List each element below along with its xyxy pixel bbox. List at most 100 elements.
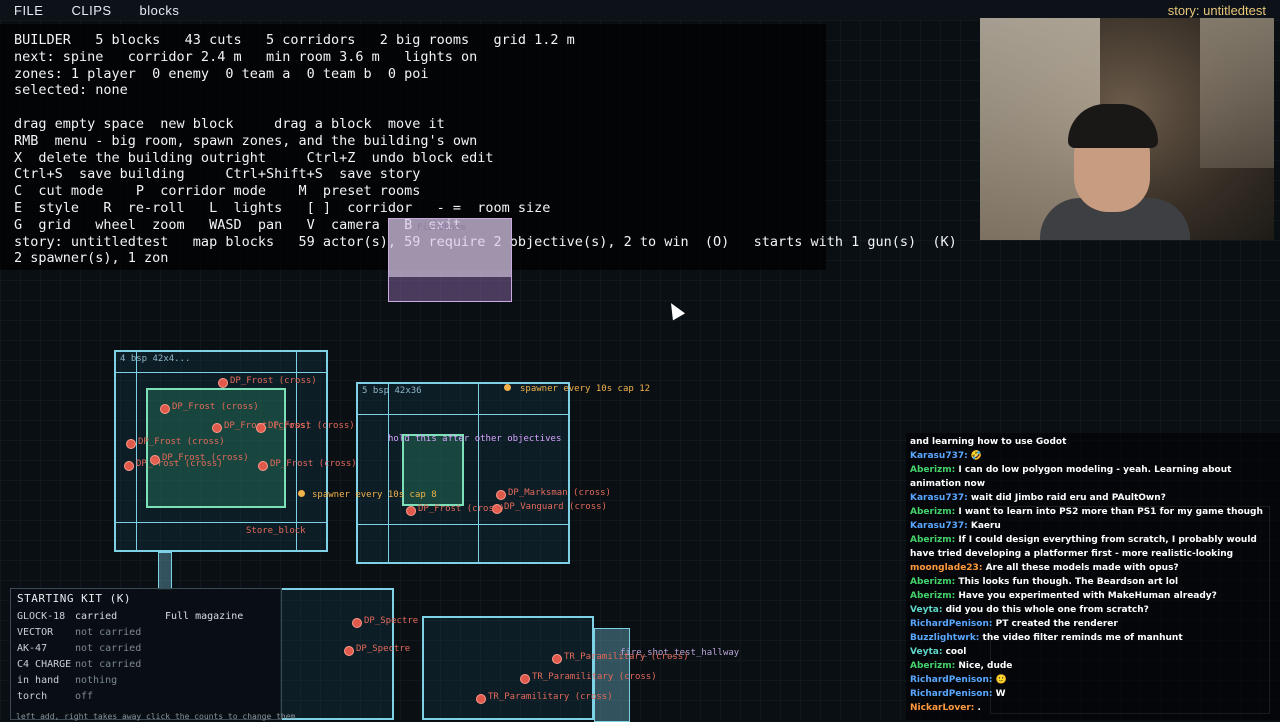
block-label: 4 bsp 42x4... [120,354,191,364]
corridor[interactable] [594,628,630,722]
wall [358,414,568,415]
wall [358,524,568,525]
kit-item-status[interactable]: nothing [75,675,118,686]
actor-marker[interactable] [258,461,268,471]
chat-message: RichardPenison: 🙂 [910,673,1276,687]
kit-item-status[interactable]: not carried [75,643,142,654]
chat-username: Karasu737: [910,521,971,531]
hud-line: BUILDER 5 blocks 43 cuts 5 corridors 2 b… [14,32,575,48]
selection-rectangle[interactable]: FieldRoom [388,218,512,302]
chat-username: Aberizm: [910,465,959,475]
chat-text: I want to learn into PS2 more than PS1 f… [958,507,1263,517]
hud-line: zones: 1 player 0 enemy 0 team a 0 team … [14,65,429,82]
actor-marker[interactable] [552,654,562,664]
corridor[interactable] [158,552,172,590]
menu-file[interactable]: FILE [14,2,44,18]
hud-line: RMB menu - big room, spawn zones, and th… [14,132,478,149]
actor-label: DP_Marksman (cross) [508,488,611,498]
actor-marker[interactable] [218,378,228,388]
kit-row[interactable]: AK-47 not carried [17,643,275,659]
actor-marker[interactable] [352,618,362,628]
hud-line: next: spine corridor 2.4 m min room 3.6 … [14,48,478,65]
menu-bar: FILE CLIPS blocks [0,0,1280,20]
chat-message: moonglade23: Are all these models made w… [910,561,1276,575]
menu-blocks[interactable]: blocks [139,2,180,18]
actor-marker[interactable] [496,490,506,500]
hud-line: E style R re-roll L lights [ ] corridor … [14,199,551,216]
kit-item-status[interactable]: carried [75,611,118,622]
big-room[interactable] [402,434,464,506]
actor-marker[interactable] [492,504,502,514]
kit-item-name: AK-47 [17,643,48,654]
chat-message: Aberizm: Have you experimented with Make… [910,589,1276,603]
objective-label: hold this after other objectives [388,434,562,444]
kit-row[interactable]: VECTOR not carried [17,627,275,643]
chat-text: the video filter reminds me of manhunt [982,633,1183,643]
chat-text: and learning how to use Godot [910,437,1067,447]
chat-text: W [995,689,1006,699]
kit-item-status[interactable]: off [75,691,94,702]
chat-username: Veyta: [910,605,946,615]
chat-message: Karasu737: wait did Jimbo raid eru and P… [910,491,1276,505]
actor-label: DP_Frost (cross) [418,504,505,514]
chat-message: Karasu737: Kaeru [910,519,1276,533]
map-block-5[interactable]: 5 bsp 42x36 [356,382,570,564]
actor-marker[interactable] [520,674,530,684]
kit-item-extra: Full magazine [165,611,244,622]
chat-text: This looks fun though. The Beardson art … [958,577,1179,587]
actor-label: DP_Frost (cross) [136,459,223,469]
spawner-marker[interactable] [298,490,305,497]
actor-marker[interactable] [212,423,222,433]
actor-marker[interactable] [476,694,486,704]
spawner-label: spawner every 10s cap 12 [520,384,651,394]
chat-message: Veyta: cool [910,645,1276,659]
kit-hint: left add, right takes away click the cou… [16,712,296,721]
actor-marker[interactable] [160,404,170,414]
chat-message: NickarLover: . [910,701,1276,715]
hud-line: C cut mode P corridor mode M preset room… [14,183,421,200]
actor-marker[interactable] [406,506,416,516]
chat-text: did you do this whole one from scratch? [945,605,1149,615]
chat-message: Buzzlightwrk: the video filter reminds m… [910,631,1276,645]
spawner-marker[interactable] [504,384,511,391]
kit-title: STARTING KIT (K) [17,592,131,605]
hud-line [14,99,812,116]
hud-line: G grid wheel zoom WASD pan V camera B ex… [14,216,462,233]
actor-label: DP_Frost (cross) [224,421,311,431]
actor-marker[interactable] [126,439,136,449]
kit-item-status[interactable]: not carried [75,659,142,670]
chat-text: wait did Jimbo raid eru and PAultOwn? [970,493,1166,503]
chat-message: Aberizm: Nice, dude [910,659,1276,673]
actor-marker[interactable] [124,461,134,471]
chat-text: PT created the renderer [995,619,1118,629]
selection-label: FieldRoom [417,223,466,233]
kit-item-name: VECTOR [17,627,54,638]
kit-row[interactable]: torch off [17,691,275,707]
hud-line: Ctrl+S save building Ctrl+Shift+S save s… [14,166,421,183]
actor-marker[interactable] [150,455,160,465]
actor-marker[interactable] [344,646,354,656]
block-label: 5 bsp 42x36 [362,386,422,396]
chat-text: 🙂 [995,675,1007,685]
chat-text: cool [945,647,967,657]
map-block-south-west[interactable] [280,588,394,720]
chat-message: Aberizm: This looks fun though. The Bear… [910,575,1276,589]
chat-message: Aberizm: If I could design everything fr… [910,533,1276,561]
chat-text: If I could design everything from scratc… [910,535,1257,559]
story-title: story: untitledtest [1167,3,1266,18]
kit-item-name: torch [17,691,48,702]
chat-text: 🤣 [970,451,983,461]
chat-username: RichardPenison: [910,675,996,685]
wall [388,384,389,562]
kit-item-status[interactable]: not carried [75,627,142,638]
map-block-south[interactable] [422,616,594,720]
chat-username: Karasu737: [910,451,971,461]
wall [136,352,137,550]
actor-marker[interactable] [256,423,266,433]
chat-username: Aberizm: [910,535,959,545]
menu-clips[interactable]: CLIPS [71,2,112,18]
